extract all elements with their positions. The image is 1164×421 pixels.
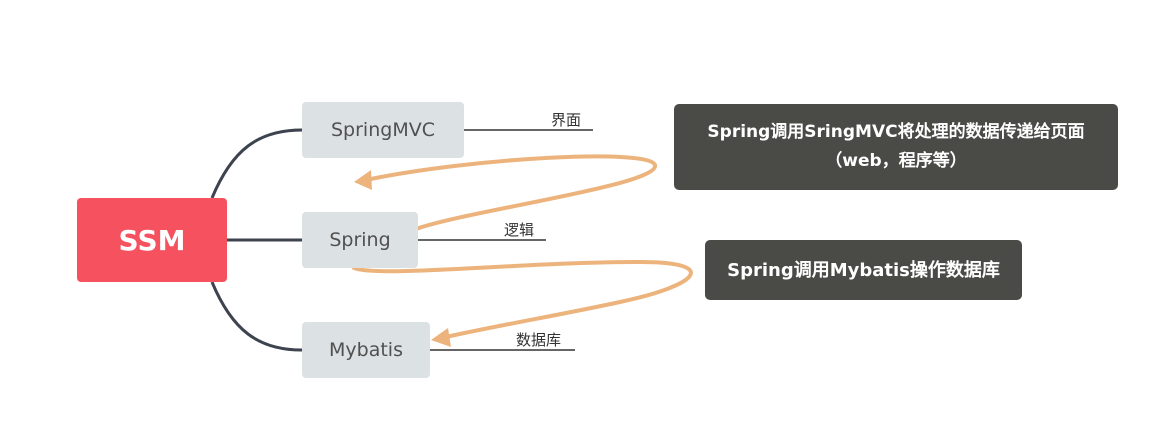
callout-text: Spring调用SringMVC将处理的数据传递给页面（web，程序等） (707, 122, 1085, 171)
relation-label-springmvc: 界面 (551, 111, 582, 129)
branch-mybatis (210, 281, 303, 352)
root-label: SSM (118, 223, 186, 257)
root-node-ssm[interactable]: SSM (77, 198, 227, 282)
callout-spring-mybatis[interactable]: Spring调用Mybatis操作数据库 (705, 240, 1022, 300)
node-label: SpringMVC (331, 119, 435, 141)
arrowhead-mybatis (431, 328, 451, 347)
node-springmvc[interactable]: SpringMVC (302, 102, 464, 158)
callout-text: Spring调用Mybatis操作数据库 (727, 259, 1000, 281)
relation-label-spring: 逻辑 (504, 221, 535, 239)
arrowhead-springmvc (354, 170, 372, 190)
node-label: Mybatis (329, 339, 403, 361)
node-label: Spring (329, 229, 391, 251)
relation-label-mybatis: 数据库 (516, 331, 562, 349)
node-spring[interactable]: Spring (302, 212, 418, 268)
callout-spring-springmvc[interactable]: Spring调用SringMVC将处理的数据传递给页面（web，程序等） (674, 104, 1118, 190)
relation-arrow-spring-to-mybatis (352, 259, 693, 339)
node-mybatis[interactable]: Mybatis (302, 322, 430, 378)
relation-arrow-spring-to-springmvc (364, 154, 657, 231)
branch-springmvc (210, 128, 303, 199)
